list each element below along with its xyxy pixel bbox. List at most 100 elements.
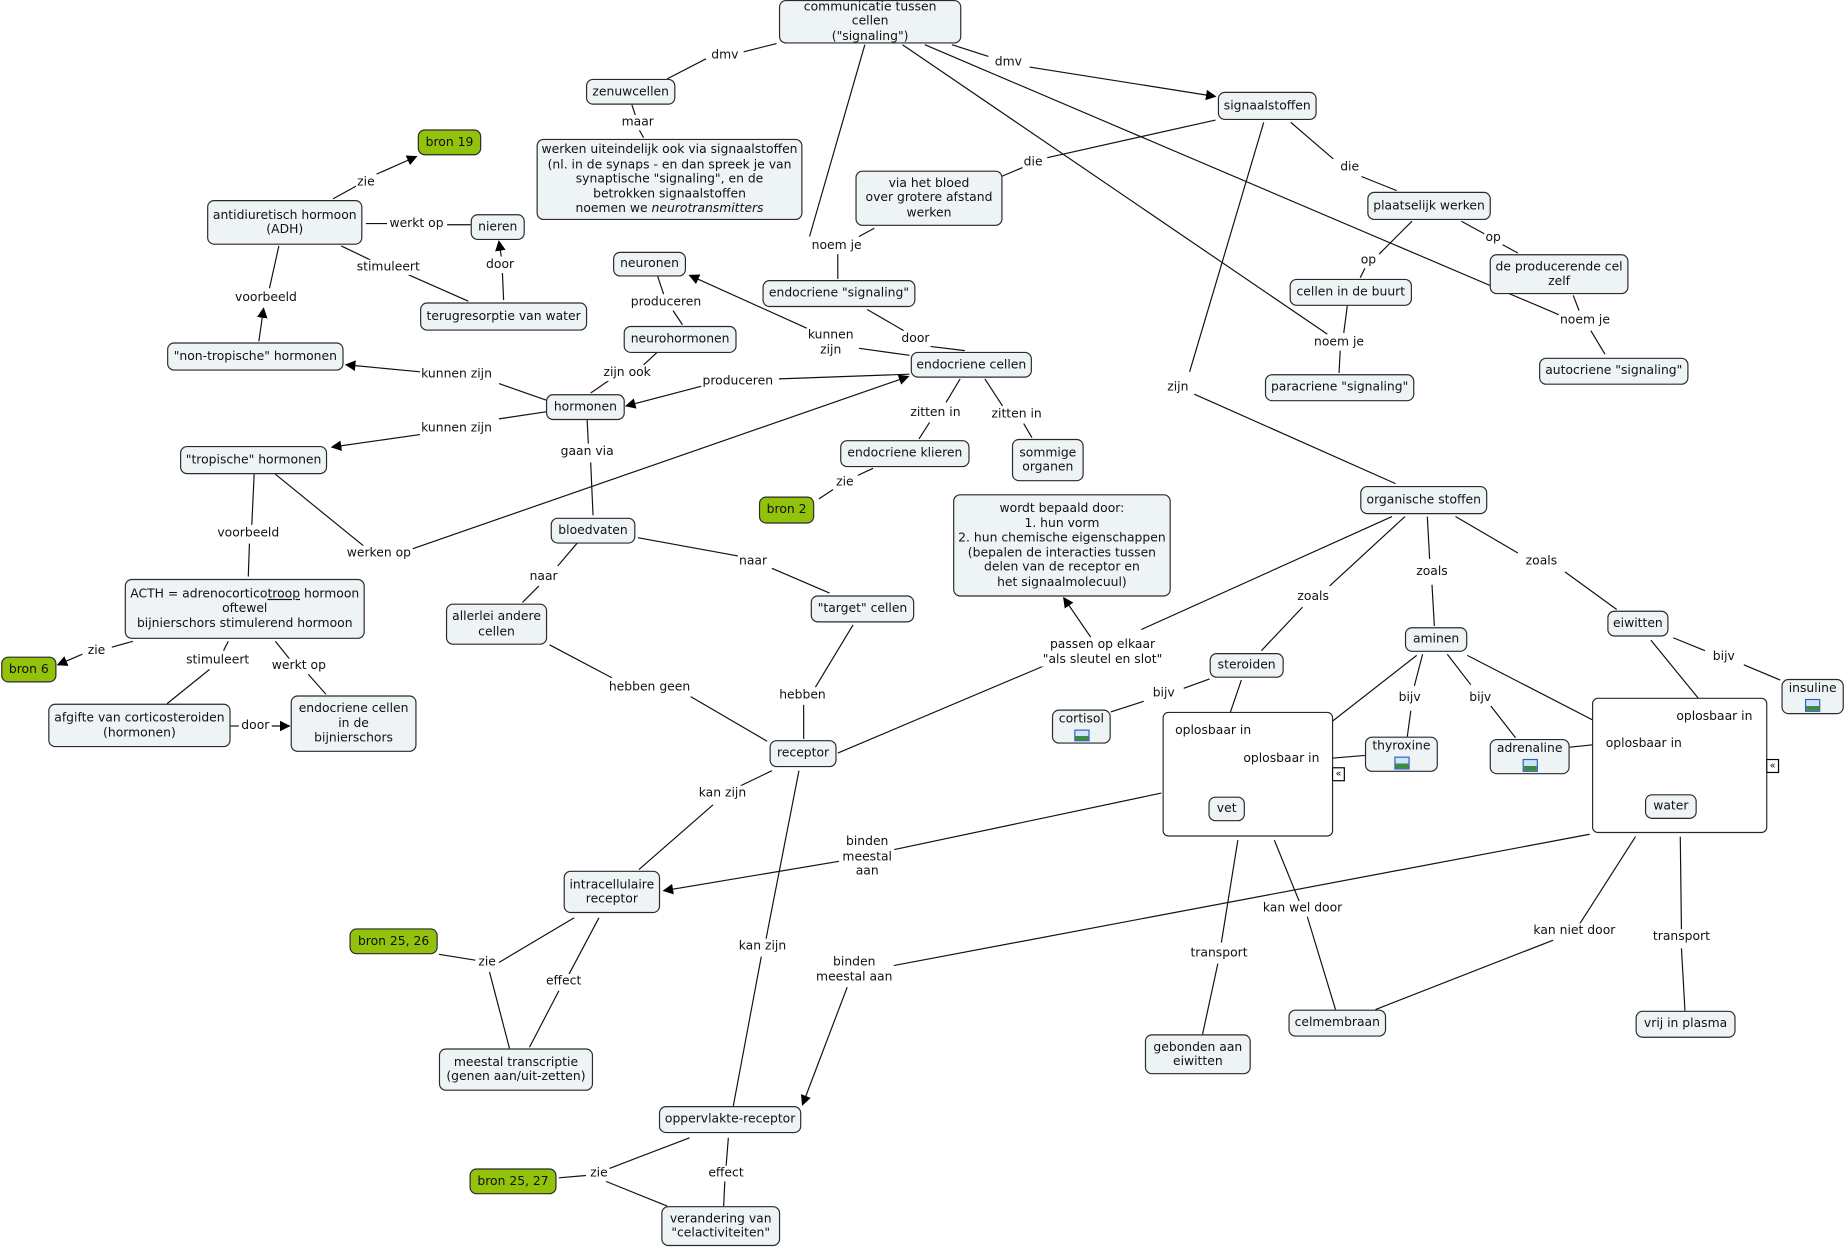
concept-node[interactable]: organische stoffen: [1360, 485, 1488, 515]
image-icon[interactable]: [1393, 756, 1410, 770]
linking-phrase[interactable]: produceren: [701, 373, 775, 389]
linking-phrase[interactable]: werken op: [345, 545, 413, 561]
concept-node[interactable]: "non-tropische" hormonen: [167, 342, 344, 371]
concept-node[interactable]: water: [1644, 794, 1697, 819]
concept-node[interactable]: autocriene "signaling": [1539, 357, 1689, 385]
linking-phrase[interactable]: bijv: [1468, 690, 1493, 706]
linking-phrase[interactable]: zie: [477, 955, 498, 970]
concept-node[interactable]: antidiuretisch hormoon (ADH): [207, 200, 363, 245]
linking-phrase[interactable]: binden meestal aan: [814, 954, 894, 985]
linking-phrase[interactable]: bijv: [1711, 649, 1736, 664]
linking-phrase[interactable]: bijv: [1151, 685, 1176, 701]
concept-node[interactable]: meestal transcriptie (genen aan/uit-zett…: [438, 1048, 594, 1091]
concept-node[interactable]: ACTH = adrenocorticotroop hormoon oftewe…: [124, 578, 365, 639]
concept-node[interactable]: paracriene "signaling": [1264, 374, 1415, 402]
linking-phrase[interactable]: kan niet door: [1532, 923, 1617, 939]
linking-phrase[interactable]: door: [484, 257, 516, 273]
linking-phrase[interactable]: hebben: [778, 688, 827, 703]
linking-phrase[interactable]: werkt op: [270, 658, 328, 674]
concept-node[interactable]: wordt bepaald door: 1. hun vorm 2. hun c…: [953, 494, 1171, 597]
linking-phrase[interactable]: die: [1339, 159, 1361, 175]
linking-phrase[interactable]: door: [240, 718, 271, 734]
concept-node[interactable]: endocriene klieren: [840, 440, 970, 468]
concept-node[interactable]: afgifte van corticosteroiden (hormonen): [48, 703, 231, 748]
linking-phrase[interactable]: zie: [86, 643, 107, 659]
image-icon[interactable]: [1804, 698, 1821, 712]
concept-node[interactable]: "target" cellen: [810, 595, 915, 623]
linking-phrase[interactable]: kunnen zijn: [419, 420, 494, 436]
concept-node[interactable]: allerlei andere cellen: [445, 603, 548, 645]
concept-node[interactable]: eiwitten: [1607, 610, 1669, 637]
linking-phrase[interactable]: transport: [1651, 929, 1712, 944]
concept-node[interactable]: bloedvaten: [550, 517, 636, 544]
concept-node[interactable]: neuronen: [613, 251, 686, 277]
concept-node[interactable]: thyroxine: [1364, 736, 1438, 772]
concept-node[interactable]: gebonden aan eiwitten: [1144, 1034, 1251, 1075]
concept-node[interactable]: signaalstoffen: [1217, 91, 1317, 121]
linking-phrase[interactable]: dmv: [993, 55, 1024, 70]
linking-phrase[interactable]: hebben geen: [607, 679, 692, 695]
concept-node[interactable]: verandering van "celactiviteiten": [661, 1206, 781, 1247]
concept-node[interactable]: zenuwcellen: [585, 78, 676, 105]
concept-node[interactable]: aminen: [1404, 627, 1468, 652]
linking-phrase[interactable]: voorbeeld: [233, 290, 299, 306]
linking-phrase[interactable]: binden meestal aan: [841, 834, 894, 879]
linking-phrase[interactable]: die: [1022, 155, 1044, 170]
collapse-icon[interactable]: «: [1331, 767, 1345, 782]
linking-phrase[interactable]: naar: [528, 569, 559, 584]
linking-phrase[interactable]: voorbeeld: [216, 525, 281, 541]
linking-phrase[interactable]: zoals: [1296, 589, 1331, 604]
concept-node[interactable]: endocriene "signaling": [762, 280, 916, 308]
linking-phrase[interactable]: werkt op: [388, 216, 445, 231]
linking-phrase[interactable]: zijn ook: [602, 365, 653, 381]
source-node[interactable]: bron 25, 27: [469, 1168, 557, 1195]
concept-node[interactable]: de producerende cel zelf: [1489, 254, 1629, 295]
linking-phrase[interactable]: noem je: [1558, 312, 1612, 328]
source-node[interactable]: bron 6: [1, 656, 57, 683]
concept-node[interactable]: steroiden: [1209, 653, 1284, 678]
linking-phrase[interactable]: zie: [834, 475, 855, 490]
linking-phrase[interactable]: noem je: [810, 238, 863, 254]
linking-phrase[interactable]: oplosbaar in: [1675, 709, 1754, 724]
concept-node[interactable]: cortisol: [1051, 709, 1111, 744]
linking-phrase[interactable]: bijv: [1397, 690, 1422, 706]
concept-node[interactable]: endocriene cellen: [910, 351, 1032, 378]
concept-node[interactable]: receptor: [769, 740, 837, 768]
concept-node[interactable]: plaatselijk werken: [1367, 191, 1491, 221]
concept-node[interactable]: neurohormonen: [623, 325, 737, 353]
linking-phrase[interactable]: zie: [356, 175, 376, 190]
concept-node[interactable]: oppervlakte-receptor: [658, 1106, 802, 1134]
concept-node[interactable]: cellen in de buurt: [1289, 278, 1412, 306]
concept-node[interactable]: adrenaline: [1489, 738, 1570, 775]
linking-phrase[interactable]: zoals: [1524, 553, 1559, 569]
linking-phrase[interactable]: stimuleert: [184, 652, 251, 668]
concept-node[interactable]: werken uiteindelijk ook via signaalstoff…: [536, 138, 803, 221]
linking-phrase[interactable]: kan zijn: [697, 785, 748, 801]
linking-phrase[interactable]: zijn: [1166, 379, 1190, 395]
linking-phrase[interactable]: kan zijn: [737, 938, 788, 954]
linking-phrase[interactable]: naar: [737, 553, 769, 569]
linking-phrase[interactable]: zoals: [1415, 564, 1449, 580]
source-node[interactable]: bron 2: [758, 496, 815, 524]
concept-node[interactable]: terugresorptie van water: [420, 302, 588, 331]
linking-phrase[interactable]: op: [1484, 230, 1503, 246]
concept-node[interactable]: nieren: [470, 214, 525, 241]
concept-node[interactable]: endocriene cellen in de bijnierschors: [290, 695, 417, 752]
linking-phrase[interactable]: noem je: [1312, 335, 1366, 350]
concept-node[interactable]: insuline: [1781, 678, 1844, 715]
image-icon[interactable]: [1073, 728, 1089, 742]
concept-node[interactable]: via het bloed over grotere afstand werke…: [855, 170, 1003, 226]
concept-node[interactable]: sommige organen: [1011, 438, 1084, 482]
concept-node[interactable]: intracellulaire receptor: [563, 870, 661, 914]
concept-node[interactable]: celmembraan: [1288, 1009, 1387, 1037]
linking-phrase[interactable]: oplosbaar in: [1604, 736, 1684, 752]
linking-phrase[interactable]: zie: [588, 1165, 609, 1181]
linking-phrase[interactable]: kan wel door: [1261, 901, 1344, 916]
linking-phrase[interactable]: effect: [707, 1165, 745, 1181]
linking-phrase[interactable]: door: [900, 331, 931, 347]
linking-phrase[interactable]: maar: [620, 115, 656, 130]
linking-phrase[interactable]: zitten in: [909, 405, 962, 421]
linking-phrase[interactable]: kunnen zijn: [806, 327, 855, 358]
linking-phrase[interactable]: effect: [544, 973, 583, 989]
linking-phrase[interactable]: op: [1359, 252, 1378, 268]
